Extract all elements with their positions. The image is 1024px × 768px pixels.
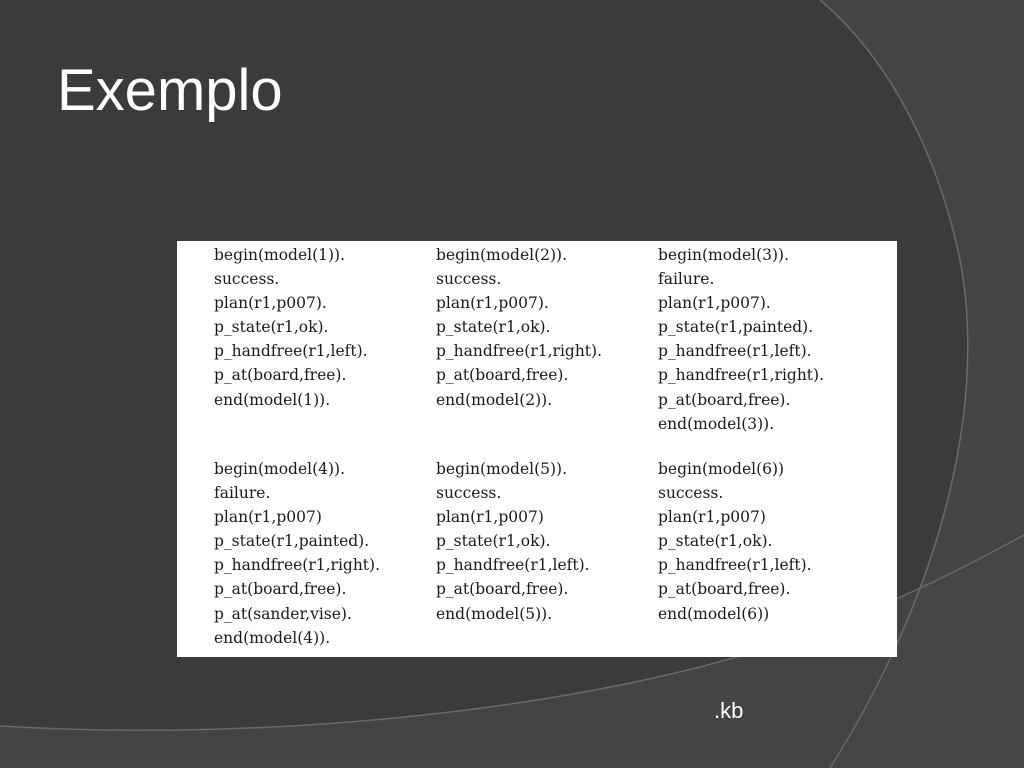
model-6-block: begin(model(6)) success. plan(r1,p007) p_st… (658, 457, 812, 626)
code-line: p_state(r1,painted). (214, 532, 370, 551)
code-line: begin(model(4)). (214, 460, 346, 478)
code-line: p_at(board,free). (658, 390, 791, 409)
code-line: success. (658, 484, 724, 503)
slide-title: Exemplo (57, 58, 283, 123)
background-arc-line-bottom (0, 534, 1024, 732)
code-line: begin(model(3)). (658, 246, 790, 264)
code-line: plan(r1,p007). (658, 294, 771, 313)
code-line: plan(r1,p007) (658, 508, 766, 527)
code-line: plan(r1,p007). (436, 294, 549, 313)
code-line: begin(model(1)). (214, 246, 346, 264)
code-line: p_handfree(r1,right). (214, 556, 381, 575)
model-2-block: begin(model(2)). success. plan(r1,p007). p_… (436, 243, 602, 412)
code-line: p_handfree(r1,right). (658, 366, 825, 385)
code-line: success. (436, 270, 502, 289)
code-line: p_state(r1,ok). (436, 532, 551, 551)
footer-text: .kb (714, 698, 744, 723)
background-arc-bottom (0, 535, 1024, 768)
code-line: failure. (658, 270, 715, 289)
code-line: plan(r1,p007) (214, 508, 322, 527)
model-1-block: begin(model(1)). success. plan(r1,p007). p_… (214, 243, 368, 412)
code-line: success. (214, 270, 280, 289)
code-line: success. (436, 484, 502, 503)
code-line: plan(r1,p007). (214, 294, 327, 313)
code-line: p_state(r1,ok). (658, 532, 773, 551)
code-line: p_at(board,free). (436, 366, 569, 385)
code-line: begin(model(6)) (658, 460, 785, 478)
code-line: p_state(r1,ok). (436, 318, 551, 337)
code-line: p_handfree(r1,left). (658, 342, 812, 361)
code-line: p_at(board,free). (214, 366, 347, 385)
code-line: end(model(2)). (436, 390, 553, 409)
model-3-block: begin(model(3)). failure. plan(r1,p007). p_… (658, 243, 824, 436)
code-line: end(model(6)) (658, 604, 770, 623)
model-4-block: begin(model(4)). failure. plan(r1,p007) p_s… (214, 457, 380, 650)
code-line: p_at(board,free). (214, 580, 347, 599)
code-line: p_handfree(r1,left). (436, 556, 590, 575)
code-line: failure. (214, 484, 271, 503)
model-5-block: begin(model(5)). success. plan(r1,p007) p_s… (436, 457, 590, 626)
code-line: p_at(sander,vise). (214, 604, 352, 623)
code-line: begin(model(5)). (436, 460, 568, 478)
code-line: p_at(board,free). (658, 580, 791, 599)
code-line: end(model(5)). (436, 604, 553, 623)
code-figure: begin(model(1)). success. plan(r1,p007). p_… (177, 241, 897, 657)
background-arc-line-right (819, 0, 969, 768)
code-line: plan(r1,p007) (436, 508, 544, 527)
code-line: begin(model(2)). (436, 246, 568, 264)
code-line: p_at(board,free). (436, 580, 569, 599)
code-line: end(model(1)). (214, 390, 331, 409)
code-line: p_state(r1,ok). (214, 318, 329, 337)
code-line: end(model(4)). (214, 628, 331, 647)
code-line: end(model(3)). (658, 414, 775, 433)
code-line: p_handfree(r1,left). (214, 342, 368, 361)
code-line: p_state(r1,painted). (658, 318, 814, 337)
code-line: p_handfree(r1,right). (436, 342, 603, 361)
code-line: p_handfree(r1,left). (658, 556, 812, 575)
